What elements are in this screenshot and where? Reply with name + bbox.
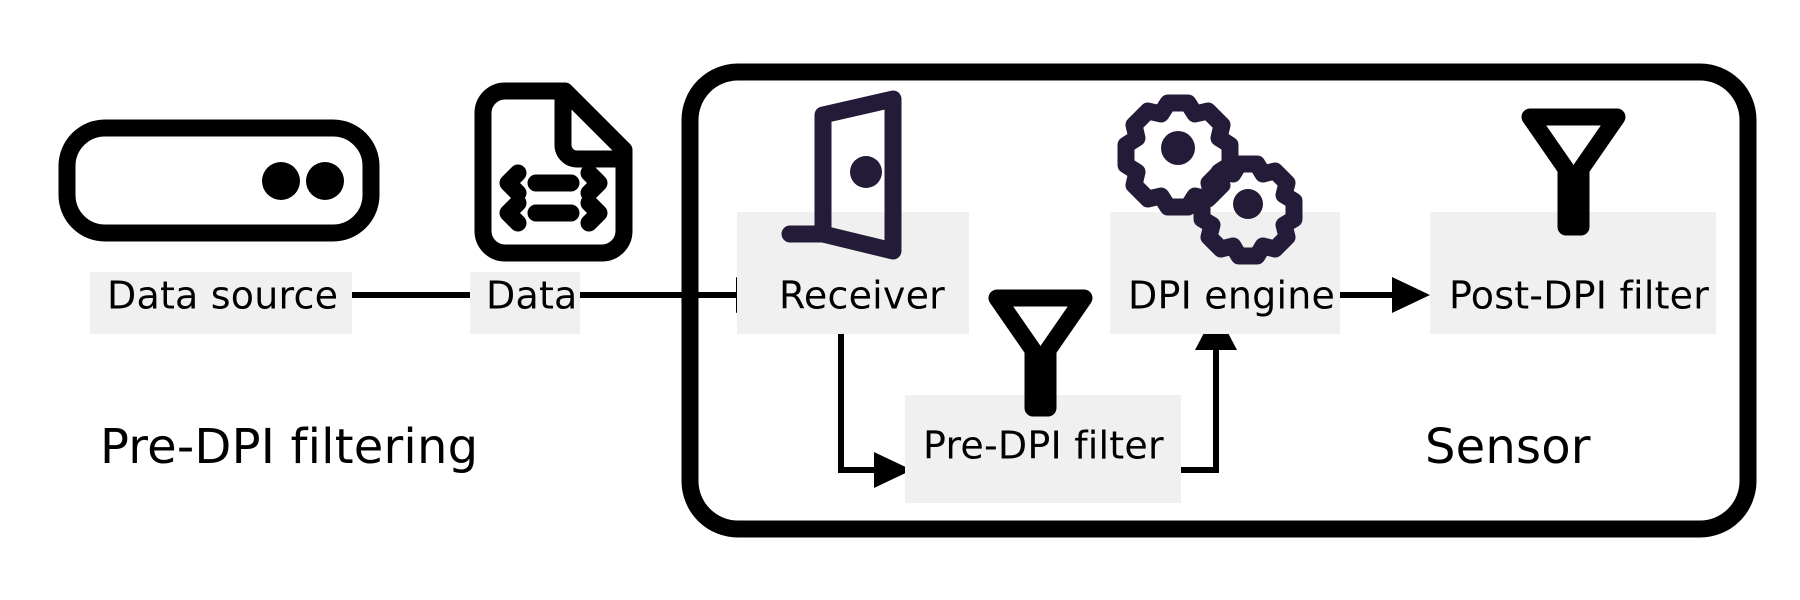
group-label-sensor: Sensor [1425, 419, 1591, 475]
node-post-dpi-filter[interactable]: Post-DPI filter [1430, 108, 1716, 334]
data-source-label-bg [90, 272, 352, 334]
node-data-source[interactable]: Data source [58, 119, 380, 334]
gears-icon [1117, 94, 1303, 265]
dpi-engine-label-bg [1110, 212, 1340, 334]
server-icon [58, 119, 380, 242]
node-pre-dpi-filter[interactable]: Pre-DPI filter [905, 289, 1181, 503]
arrowhead-into-post-dpi-filter [1392, 277, 1430, 313]
arrowhead-into-pre-dpi-filter [874, 452, 912, 488]
pre-dpi-filter-label: Pre-DPI filter [923, 424, 1164, 468]
receiver-label: Receiver [779, 274, 945, 318]
data-source-label: Data source [107, 274, 338, 318]
post-dpi-filter-label: Post-DPI filter [1449, 274, 1709, 318]
dpi-engine-label: DPI engine [1128, 274, 1335, 318]
data-label: Data [486, 274, 578, 318]
edge-dpiengine-to-postfilter [1340, 277, 1430, 313]
data-document-icon [474, 82, 633, 262]
edge-receiver-to-prefilter [838, 334, 912, 488]
funnel-icon [988, 289, 1093, 417]
data-label-bg [470, 272, 580, 334]
sensor-container-border [681, 63, 1757, 538]
connectors-layer [352, 277, 1430, 488]
sensor-container [681, 63, 1757, 538]
group-label-pre-dpi-filtering: Pre-DPI filtering [100, 419, 478, 475]
node-receiver[interactable]: Receiver [737, 90, 969, 334]
node-data[interactable]: Data [470, 82, 633, 334]
receiver-label-bg [737, 212, 969, 334]
funnel-icon [1521, 108, 1626, 236]
node-dpi-engine[interactable]: DPI engine [1110, 94, 1340, 334]
open-door-icon [781, 90, 902, 260]
